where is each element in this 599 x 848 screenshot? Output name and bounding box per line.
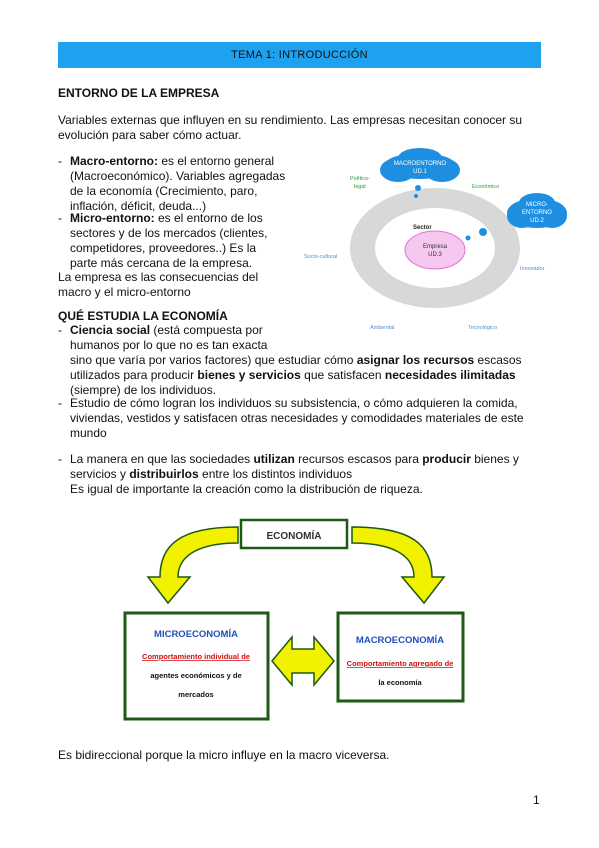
label-socio-cultural: Socio-cultural: [304, 254, 337, 260]
title-banner: TEMA 1: INTRODUCCIÓN: [58, 42, 541, 68]
micro-cloud-label-3: UD.2: [530, 218, 544, 224]
bidireccional-note: Es bidireccional porque la micro influye…: [58, 748, 390, 762]
macro-text-1: es el entorno general: [158, 154, 275, 168]
conclusion-line-1: La empresa es las consecuencias del: [58, 270, 259, 284]
micro-sub-2: agentes económicos y de: [150, 671, 241, 680]
microeconomia-title: MICROECONOMÍA: [154, 629, 238, 640]
bullet-micro: -Micro-entorno: es el entorno de los: [58, 211, 263, 225]
ciencia-social-term: Ciencia social: [70, 323, 151, 337]
page-title: TEMA 1: INTRODUCCIÓN: [231, 49, 368, 61]
bullet-macro: -Macro-entorno: es el entorno general: [58, 154, 275, 168]
subsistencia-text-1: Estudio de cómo logran los individuos su…: [70, 396, 518, 410]
subsistencia-text-2: viviendas, vestidos y satisfacen otras n…: [70, 411, 524, 425]
sociedades-text-3: Es igual de importante la creación como …: [70, 482, 423, 496]
label-empresa-1: Empresa: [423, 244, 448, 250]
page-number: 1: [533, 793, 540, 807]
section-heading-entorno: ENTORNO DE LA EMPRESA: [58, 86, 220, 100]
arrow-left-curved: [146, 526, 239, 605]
macro-cloud-label-2: UD.1: [413, 169, 427, 175]
micro-text-1: es el entorno de los: [154, 211, 263, 225]
micro-cloud-label-2: ENTORNO: [522, 210, 552, 216]
ciencia-social-text-3: sino que varía por varios factores) que …: [70, 353, 522, 367]
intro-line-2: evolución para saber cómo actuar.: [58, 128, 242, 142]
intro-line-1: Variables externas que influyen en su re…: [58, 113, 523, 127]
label-ambiental: Ambiental: [370, 325, 394, 331]
micro-text-2: sectores y de los mercados (clientes,: [70, 226, 268, 240]
conclusion-line-2: macro y el micro-entorno: [58, 285, 191, 299]
macroentorno-cloud: MACROENTORNO UD.1: [380, 148, 460, 182]
macroeconomia-box: [336, 611, 465, 703]
micro-text-3: competidores, proveedores..) Es la: [70, 241, 257, 255]
empresa-ellipse: [404, 230, 466, 270]
macro-term: Macro-entorno:: [70, 154, 158, 168]
economia-label: ECONOMÍA: [267, 529, 322, 542]
label-innovador: Innovador: [520, 266, 545, 272]
sociedades-text-2: servicios y distribuirlos entre los dist…: [70, 467, 353, 481]
label-politico-2: legal: [354, 184, 366, 190]
ciencia-social-text-1: (está compuesta por: [150, 323, 263, 337]
macro-text-3: de la economía (Crecimiento, paro,: [70, 184, 258, 198]
label-sector: Sector: [413, 225, 432, 231]
ciencia-social-text-5: (siempre) de los individuos.: [70, 383, 217, 397]
ciencia-social-text-4: utilizados para producir bienes y servic…: [70, 368, 516, 382]
micro-cloud-label-1: MICRO-: [526, 202, 548, 208]
microentorno-cloud: MICRO- ENTORNO UD.2: [507, 193, 567, 228]
bullet-subsistencia: -Estudio de cómo logran los individuos s…: [58, 396, 518, 410]
economia-box: [239, 518, 349, 550]
macroeconomia-title: MACROECONOMÍA: [356, 635, 444, 646]
arrow-right-curved: [351, 526, 446, 605]
micro-text-4: parte más cercana de la empresa.: [70, 256, 253, 270]
label-empresa-2: UD.3: [428, 252, 442, 258]
bullet-sociedades: -La manera en que las sociedades utiliza…: [58, 452, 519, 466]
subsistencia-text-3: mundo: [70, 426, 107, 440]
entorno-diagram: Sector Empresa UD.3 MACROENTORNO UD.1 MI…: [304, 148, 567, 331]
micro-sub-1: Comportamiento individual de: [142, 652, 250, 661]
double-arrow: [271, 634, 335, 688]
micro-macro-diagram: ECONOMÍA MICROECONOMÍA Comportamiento in…: [123, 518, 465, 721]
section-heading-economia: QUÉ ESTUDIA LA ECONOMÍA: [58, 309, 228, 323]
macro-cloud-label-1: MACROENTORNO: [394, 161, 447, 167]
microeconomia-box: [123, 611, 270, 721]
macro-sub-1: Comportamiento agregado de: [347, 659, 454, 668]
label-tecnologico: Tecnológico: [468, 325, 497, 331]
macro-text-2: (Macroeconómico). Variables agregadas: [70, 169, 286, 183]
macro-sub-2: la economía: [378, 678, 422, 687]
micro-term: Micro-entorno:: [70, 211, 155, 225]
label-politico-1: Político-: [350, 176, 370, 182]
micro-sub-3: mercados: [178, 690, 213, 699]
macro-text-4: inflación, déficit, deuda...): [70, 199, 207, 213]
ciencia-social-text-2: humanos por lo que no es tan exacta: [70, 338, 268, 352]
label-economico: Económico: [472, 184, 499, 190]
bullet-ciencia-social: -Ciencia social (está compuesta por: [58, 323, 263, 337]
